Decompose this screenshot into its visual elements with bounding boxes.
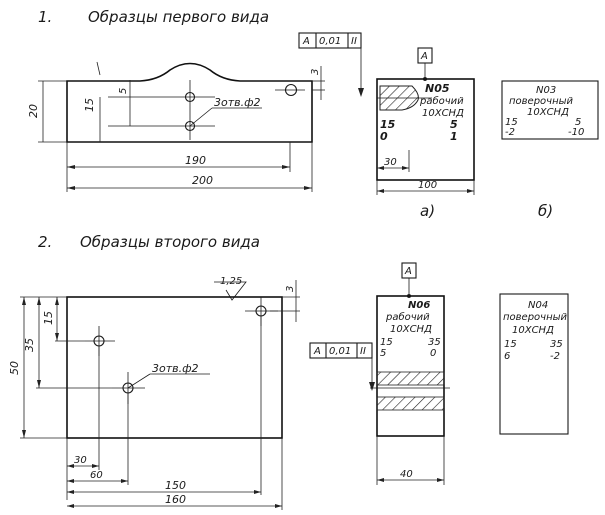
dim-190-label: 190 [185,154,206,167]
hole-leader [189,107,213,127]
hole [184,91,196,103]
svg-text:II: II [351,36,357,47]
svg-text:A: A [313,346,321,357]
dim-3-label: 3 [310,69,321,75]
sample-1a-dim-30: 30 [384,157,397,168]
svg-text:II: II [360,346,366,357]
section2-title: Образцы второго вида [80,233,260,251]
dim-5-label: 5 [118,88,129,94]
sample-1b-r1c1: 15 [505,117,518,128]
svg-text:A: A [302,36,310,47]
datum-label-2: A [404,266,412,277]
svg-text:0,01: 0,01 [329,346,351,357]
sample-1b-type: поверочный [509,96,574,107]
sample-1a-r2c2: 1 [450,130,458,143]
dim-60-label: 60 [90,470,103,481]
caption-b: б) [538,202,553,220]
sample-2b-r1c1: 15 [504,339,517,350]
sample-1a-id: N05 [425,82,450,95]
dim-3-label-2: 3 [285,286,296,292]
sample-2b-material: 10ХСНД [512,325,554,336]
sample-2a-id: N06 [408,300,430,311]
dim-15-label: 15 [83,98,96,112]
dim-30-label-2: 30 [74,455,87,466]
dim-50-label: 50 [8,361,21,375]
part1-outline [66,62,313,143]
sample-1b-r1c2: 5 [575,117,581,128]
sample-2b-id: N04 [528,300,548,311]
dim-15-label-2: 15 [42,311,55,325]
tolerance-frame-1: A 0,01 II [298,32,362,49]
sample-1a-type: рабочий [419,95,464,107]
sample-1a-dim-100: 100 [418,180,437,191]
sample-2a-r2c1: 5 [380,348,386,359]
hole-callout-label-2: 3отв.ф2 [152,362,199,375]
sample-1b-r2c2: -10 [568,127,584,138]
sample-2b-r2c2: -2 [550,351,560,362]
sample-2a-type: рабочий [385,311,430,323]
dim-160-label: 160 [165,493,186,506]
sample-2a-width: 40 [400,469,413,480]
roughness-symbol [214,281,247,301]
sample-1b-r2c1: -2 [505,127,515,138]
caption-a: а) [420,202,435,220]
sample-2b-r2c1: 6 [504,351,510,362]
sample-2a-r1c1: 15 [380,337,393,348]
sample-1a-material: 10ХСНД [422,108,464,119]
section1-number: 1. [38,8,52,26]
hole [284,83,298,97]
sample-2b-r1c2: 35 [550,339,563,350]
sample-2a-r2c2: 0 [430,348,436,359]
roughness-label: 1,25 [220,276,242,287]
part2-outline [66,296,283,439]
sample-2a-material: 10ХСНД [390,324,432,335]
dim-200-label: 200 [192,174,213,187]
hole-callout-label: 3отв.ф2 [214,96,261,109]
section2-number: 2. [38,233,52,251]
sample-2a-r1c2: 35 [428,337,441,348]
dim-35-label: 35 [23,338,36,352]
sample-1b-material: 10ХСНД [527,107,569,118]
sample-2b-type: поверочный [503,312,568,323]
sample-2b: N04 поверочный 10ХСНД 15 35 6 -2 [499,293,569,435]
dim-150-label: 150 [165,479,186,492]
datum-label-1: A [420,51,428,62]
section1-title: Образцы первого вида [88,8,269,26]
sample-1a-r2c1: 0 [380,130,388,143]
sample-1b-id: N03 [536,85,556,96]
hole [184,120,196,132]
sample-1a-r1c1: 15 [380,118,396,131]
tolerance-frame-2: A 0,01 II [309,342,373,359]
svg-text:0,01: 0,01 [319,36,341,47]
sample-1a-r1c2: 5 [450,118,458,131]
sample-1b: N03 поверочный 10ХСНД 15 5 -2 -10 [501,80,599,140]
dim-height-label: 20 [27,104,40,118]
sample-1a: N05 рабочий 10ХСНД 15 5 0 1 [376,78,475,181]
sample-2a: N06 рабочий 10ХСНД 15 35 5 0 [370,295,450,437]
